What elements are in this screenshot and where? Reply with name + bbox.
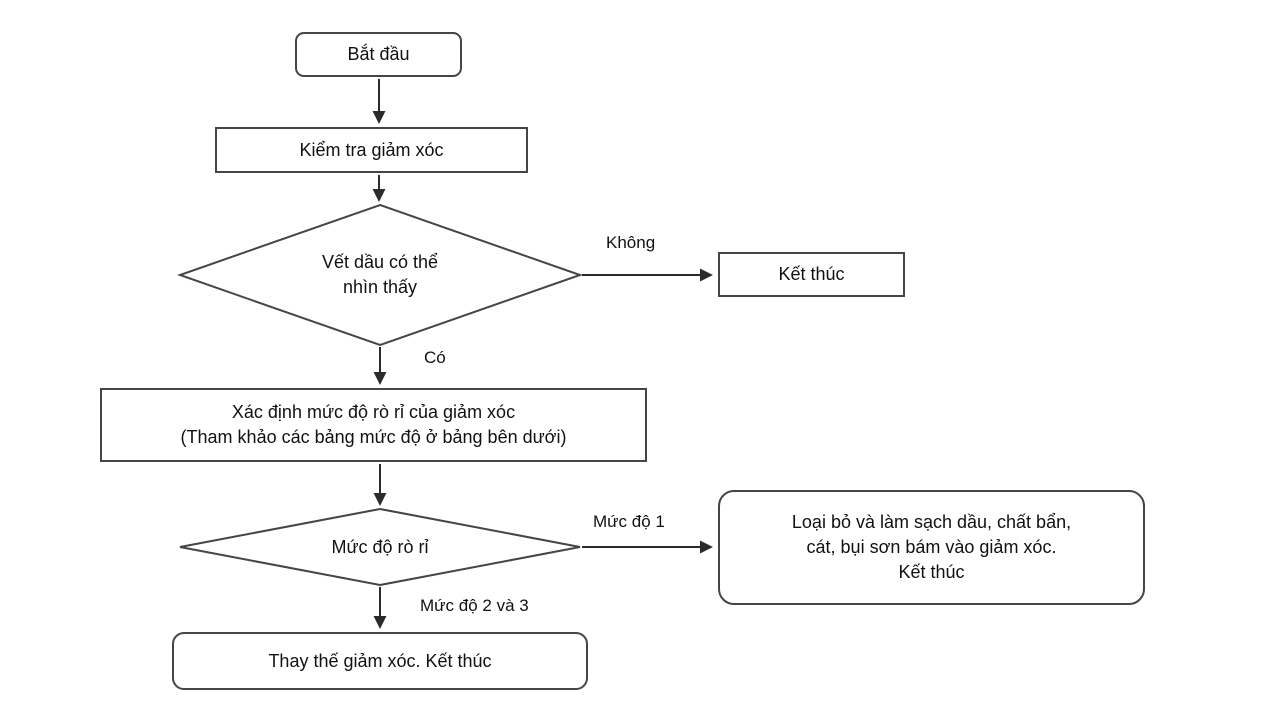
edge-label-level23: Mức độ 2 và 3 [420, 596, 529, 615]
node-start-label: Bắt đầu [347, 44, 410, 64]
edge-label-no: Không [606, 233, 656, 252]
node-clean-line3: Kết thúc [898, 562, 965, 582]
node-clean-line1: Loại bỏ và làm sạch dầu, chất bẩn, [791, 512, 1072, 532]
node-determine-line1: Xác định mức độ rò rỉ của giảm xóc [231, 402, 516, 422]
node-determine-label: Xác định mức độ rò rỉ của giảm xóc (Tham… [181, 400, 567, 450]
node-clean-label: Loại bỏ và làm sạch dầu, chất bẩn, cát, … [792, 510, 1071, 585]
node-start: Bắt đầu [295, 32, 462, 77]
decision-level-diamond-shape [179, 507, 581, 587]
node-end-label: Kết thúc [778, 264, 845, 284]
edge-label-yes: Có [424, 348, 446, 367]
edge-label-level1: Mức độ 1 [593, 512, 665, 531]
node-check: Kiểm tra giảm xóc [215, 127, 528, 173]
node-replace: Thay thế giảm xóc. Kết thúc [172, 632, 588, 690]
node-replace-label: Thay thế giảm xóc. Kết thúc [268, 650, 492, 671]
node-end: Kết thúc [718, 252, 905, 297]
node-clean: Loại bỏ và làm sạch dầu, chất bẩn, cát, … [718, 490, 1145, 605]
node-check-label: Kiểm tra giảm xóc [299, 139, 444, 160]
decision-oil-diamond-shape [176, 203, 584, 347]
node-determine: Xác định mức độ rò rỉ của giảm xóc (Tham… [100, 388, 647, 462]
node-determine-line2: (Tham khảo các bảng mức độ ở bảng bên dư… [180, 427, 567, 447]
node-clean-line2: cát, bụi sơn bám vào giảm xóc. [806, 537, 1057, 557]
